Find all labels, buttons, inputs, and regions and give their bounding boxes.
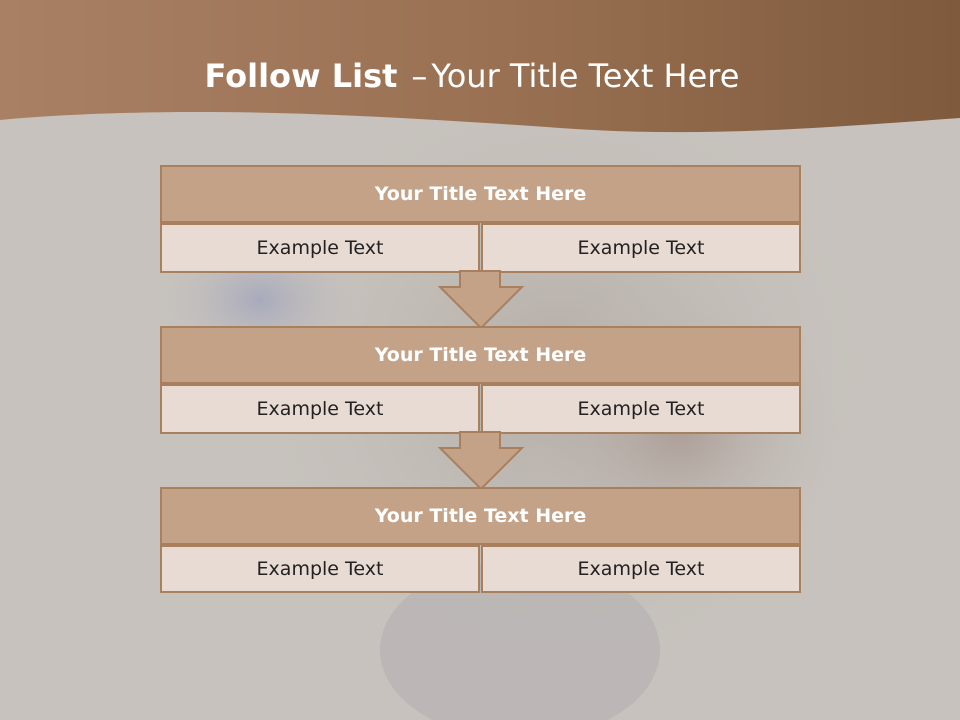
block-cell-left: Example Text <box>160 545 480 593</box>
block-cell-left: Example Text <box>160 223 480 273</box>
block-cell-right: Example Text <box>481 384 801 434</box>
block-title: Your Title Text Here <box>160 165 801 223</box>
title-bold-part: Follow List <box>204 57 398 95</box>
list-block: Your Title Text Here Example Text Exampl… <box>160 487 801 593</box>
block-cell-left: Example Text <box>160 384 480 434</box>
header-band <box>0 0 960 133</box>
list-block: Your Title Text Here Example Text Exampl… <box>160 326 801 434</box>
block-cell-right: Example Text <box>481 223 801 273</box>
title-text: Your Title Text Here <box>431 57 740 95</box>
block-title: Your Title Text Here <box>160 326 801 384</box>
down-arrow-icon <box>437 270 525 330</box>
block-cell-right: Example Text <box>481 545 801 593</box>
slide-title: Follow List–Your Title Text Here <box>0 54 944 98</box>
list-block: Your Title Text Here Example Text Exampl… <box>160 165 801 273</box>
title-dash: – <box>411 57 428 95</box>
down-arrow-icon <box>437 431 525 491</box>
block-title: Your Title Text Here <box>160 487 801 545</box>
